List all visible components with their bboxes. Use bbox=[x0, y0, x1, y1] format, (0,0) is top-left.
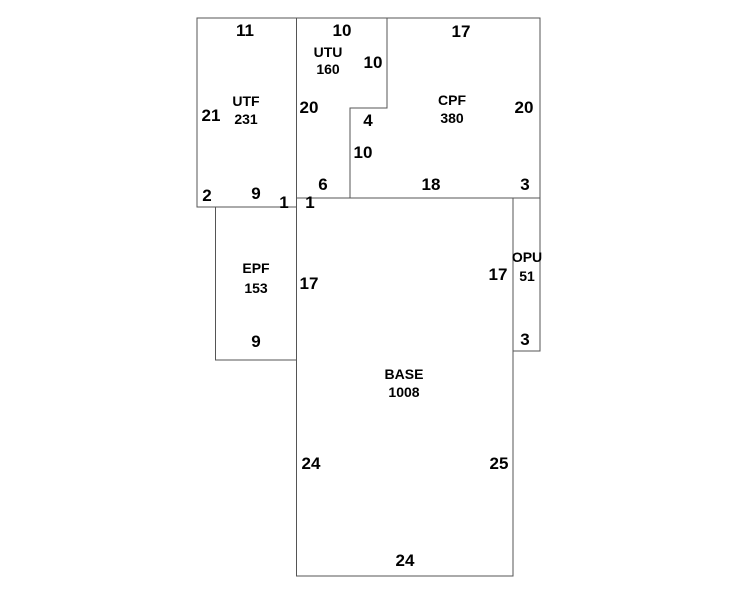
cpf-sqft: 380 bbox=[440, 110, 464, 126]
dim-utf-left: 21 bbox=[202, 106, 221, 125]
utf-code: UTF bbox=[232, 93, 260, 109]
dim-cpf-bottom: 18 bbox=[422, 175, 441, 194]
utf-sqft: 231 bbox=[234, 111, 258, 127]
dim-base-right: 25 bbox=[490, 454, 509, 473]
dim-opu-left: 17 bbox=[489, 265, 508, 284]
dim-base-left: 24 bbox=[302, 454, 321, 473]
dim-utu-corner: 1 bbox=[305, 193, 314, 212]
dim-utf-top: 11 bbox=[236, 21, 254, 40]
base-sqft: 1008 bbox=[388, 384, 419, 400]
cpf-code: CPF bbox=[438, 92, 466, 108]
epf-sqft: 153 bbox=[244, 280, 268, 296]
dim-utu-right: 10 bbox=[364, 53, 383, 72]
base-code: BASE bbox=[385, 366, 424, 382]
dim-utf-right: 20 bbox=[300, 98, 319, 117]
utu-outline bbox=[296, 17, 388, 198]
dim-cpf-top: 17 bbox=[452, 22, 471, 41]
opu-sqft: 51 bbox=[519, 268, 535, 284]
dim-utu-step: 4 bbox=[363, 111, 373, 130]
dim-epf-bottom: 9 bbox=[251, 332, 260, 351]
dim-utf-bottom: 9 bbox=[251, 184, 260, 203]
dim-base-bottom: 24 bbox=[396, 551, 415, 570]
dim-utu-lower-right: 10 bbox=[354, 143, 373, 162]
dim-cpf-right: 20 bbox=[515, 98, 534, 117]
opu-code: OPU bbox=[512, 249, 542, 265]
dim-opu-bottom: 3 bbox=[520, 330, 529, 349]
dim-epf-right: 17 bbox=[300, 274, 319, 293]
dim-utf-bottom-left: 2 bbox=[202, 186, 211, 205]
epf-code: EPF bbox=[242, 260, 270, 276]
dim-utf-right-stub: 1 bbox=[279, 193, 288, 212]
utu-code: UTU bbox=[314, 44, 343, 60]
utu-sqft: 160 bbox=[316, 61, 340, 77]
dim-cpf-corner: 3 bbox=[520, 175, 529, 194]
dim-utu-top: 10 bbox=[333, 21, 352, 40]
dim-utu-bottom: 6 bbox=[318, 175, 327, 194]
